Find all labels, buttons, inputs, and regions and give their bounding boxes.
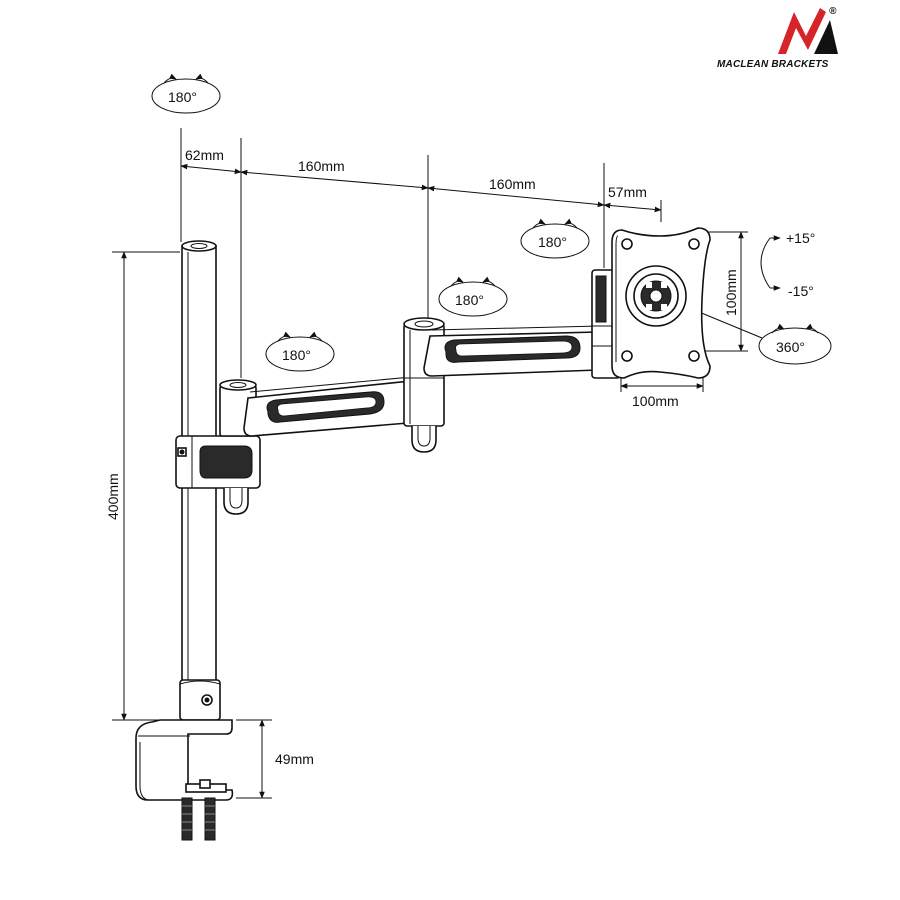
dim-label: 400mm [105,473,121,520]
logo-registered: ® [829,6,837,17]
dim-arm-2: 160mm [427,176,605,208]
dim-label: 100mm [723,269,739,316]
dim-head-offset: 57mm [603,184,662,213]
dim-label: 160mm [298,158,345,174]
dim-vesa-height: 100mm [705,231,748,352]
rotation-arm-2-joint: 180° [438,276,508,317]
rotation-label: 180° [168,89,197,105]
rotation-label: 180° [282,347,311,363]
logo-text: MACLEAN BRACKETS [717,59,829,70]
brand-logo: ® MACLEAN BRACKETS [717,6,838,70]
vesa-plate [611,227,711,379]
tilt-down-label: -15° [788,283,814,299]
arm-1 [219,375,429,437]
dim-label: 62mm [185,147,224,163]
pole-bracket [175,435,261,515]
dim-label: 57mm [608,184,647,200]
dim-pole-height: 400mm [105,251,180,721]
dim-label: 49mm [275,751,314,767]
dim-pole-offset: 62mm [180,147,242,175]
rotation-label: 180° [538,234,567,250]
dim-clamp-height: 49mm [236,719,314,799]
dim-arm-1: 160mm [240,158,429,191]
rotation-label: 360° [776,339,805,355]
rotation-label: 180° [455,292,484,308]
logo-m-mark [778,8,826,54]
logo-m-mark-dark [814,20,838,54]
dim-label: 160mm [489,176,536,192]
dim-label: 100mm [632,393,679,409]
rotation-arm-1-joint: 180° [265,331,335,372]
desk-clamp [135,719,234,841]
rotation-pole-top: 180° [151,73,221,114]
arm-2 [423,325,607,377]
pole-collar [179,679,221,721]
tilt-indicator: +15° -15° [760,230,815,299]
rotation-head-joint: 180° [520,218,590,259]
tilt-up-label: +15° [786,230,815,246]
